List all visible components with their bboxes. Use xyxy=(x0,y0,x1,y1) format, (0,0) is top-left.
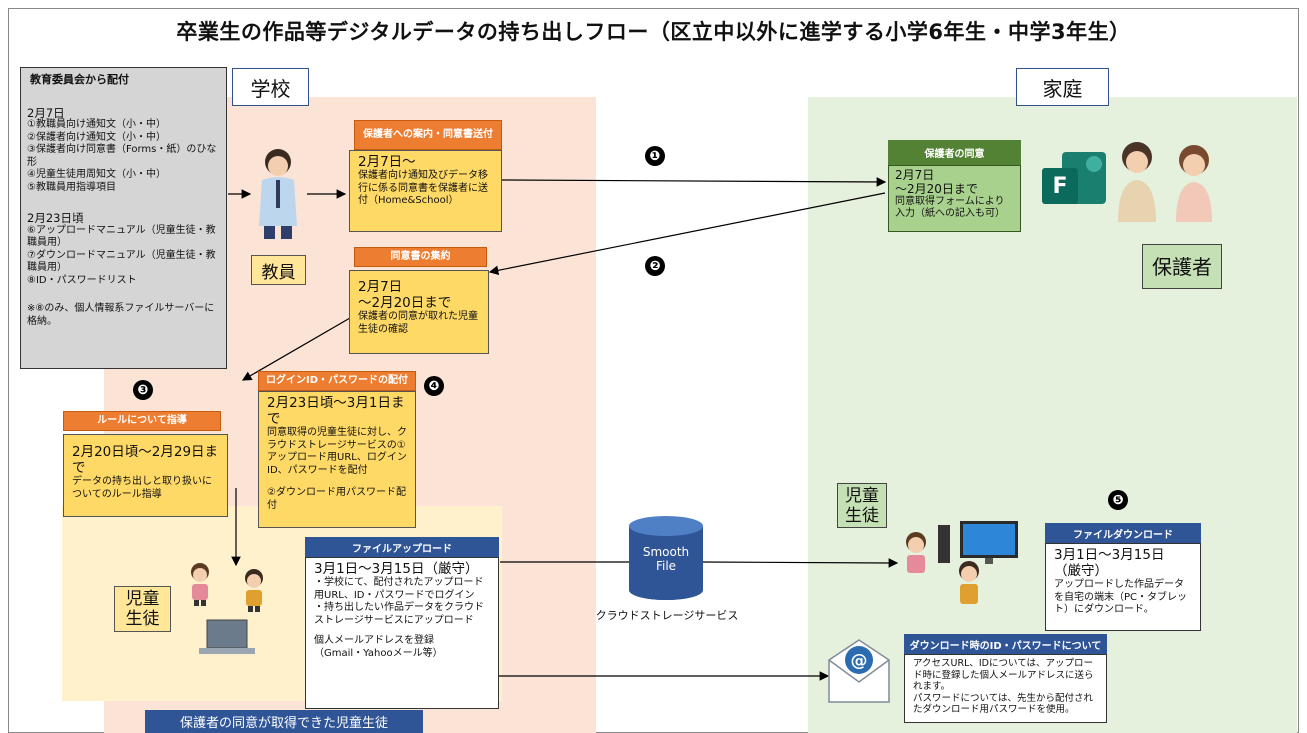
cloud-label: クラウドストレージサービス xyxy=(595,609,739,622)
bottom-bar: 保護者の同意が取得できた児童生徒 xyxy=(145,710,423,733)
parent-consent-header: 保護者の同意 xyxy=(888,140,1021,165)
parent-consent-body: 同意取得フォームにより入力（紙への記入も可） xyxy=(895,196,1005,219)
download-header: ファイルダウンロード xyxy=(1045,523,1201,543)
consent-collect-header: 同意書の集約 xyxy=(354,247,487,267)
send-notice-header: 保護者への案内・同意書送付 xyxy=(354,120,502,150)
board-item: ④児童生徒用周知文（小・中） xyxy=(27,169,166,180)
login-dist-body2: ②ダウンロード用パスワード配付 xyxy=(267,487,406,511)
cloud-icon-text: Smooth File xyxy=(642,545,690,573)
board-item: ⑦ダウンロードマニュアル（児童生徒・教職員用） xyxy=(27,249,216,274)
rules-header: ルールについて指導 xyxy=(63,411,221,431)
upload-header: ファイルアップロード xyxy=(305,537,499,557)
upload-body2: 個人メールアドレスを登録 （Gmail・Yahooメール等） xyxy=(314,635,443,659)
board-of-education-box: 教育委員会から配付 2月7日 ①教職員向け通知文（小・中） ②保護者向け通知文（… xyxy=(20,67,227,369)
arrow-parent-to-collect xyxy=(488,192,886,276)
home-label: 家庭 xyxy=(1016,68,1109,106)
consent-collect-body: 保護者の同意が取れた児童生徒の確認 xyxy=(358,311,478,335)
forms-letter: F xyxy=(1052,173,1068,199)
rules-box: 2月20日頃～2月29日まで データの持ち出しと取り扱いについてのルール指導 xyxy=(63,434,228,517)
consent-collect-date: 2月7日 ～2月20日まで xyxy=(358,279,452,311)
student-label-home: 児童 生徒 xyxy=(837,483,887,528)
student-label-school: 児童 生徒 xyxy=(114,586,171,632)
board-item: ③保護者向け同意書（Forms・紙）のひな形 xyxy=(27,144,217,168)
login-dist-body: 同意取得の児童生徒に対し、クラウドストレージサービスの①アップロード用URL、ロ… xyxy=(267,427,407,476)
board-item: ⑥アップロードマニュアル（児童生徒・教職員用） xyxy=(27,224,216,249)
login-dist-header: ログインID・パスワードの配付 xyxy=(258,371,416,391)
board-note: ※⑧のみ、個人情報系ファイルサーバーに格納。 xyxy=(27,303,215,327)
upload-body: ・学校にて、配付されたアップロード用URL、ID・パスワードでログイン ・持ち出… xyxy=(314,577,484,626)
board-item: ⑧ID・パスワードリスト xyxy=(27,274,137,286)
step-5-badge: ❺ xyxy=(1108,490,1128,510)
rules-date: 2月20日頃～2月29日まで xyxy=(72,444,219,476)
arrow-notice-to-parent xyxy=(501,177,887,187)
download-pw-body: アクセスURL、IDについては、アップロード時に登録した個人メールアドレスに送ら… xyxy=(904,654,1107,723)
board-item: ①教職員向け通知文（小・中） xyxy=(27,119,166,130)
step-1-badge: ❶ xyxy=(645,146,665,166)
board-item: ②保護者向け通知文（小・中） xyxy=(27,131,166,143)
board-heading: 教育委員会から配付 xyxy=(30,73,129,86)
download-body: アップロードした作品データを自宅の端末（PC・タブレット）にダウンロード。 xyxy=(1054,579,1188,615)
parent-label: 保護者 xyxy=(1142,244,1222,289)
svg-text:@: @ xyxy=(851,651,868,671)
step-2-badge: ❷ xyxy=(645,256,665,276)
consent-collect-box: 2月7日 ～2月20日まで 保護者の同意が取れた児童生徒の確認 xyxy=(349,270,489,354)
login-dist-date: 2月23日頃～3月1日まで xyxy=(267,395,405,427)
parent-consent-box: 2月7日 ～2月20日まで 同意取得フォームにより入力（紙への記入も可） xyxy=(888,165,1021,232)
upload-box: 3月1日～3月15日（厳守） ・学校にて、配付されたアップロード用URL、ID・… xyxy=(305,557,499,709)
arrow-collect-to-rules xyxy=(241,317,351,381)
board-item: ⑤教職員用指導項目 xyxy=(27,181,116,193)
download-box: 3月1日～3月15日 （厳守） アップロードした作品データを自宅の端末（PC・タ… xyxy=(1045,543,1201,631)
teacher-label: 教員 xyxy=(251,255,306,285)
login-dist-box: 2月23日頃～3月1日まで 同意取得の児童生徒に対し、クラウドストレージサービス… xyxy=(258,391,416,528)
send-notice-box: 2月7日～ 保護者向け通知及びデータ移行に係る同意書を保護者に送付（Home&S… xyxy=(349,150,502,232)
school-label: 学校 xyxy=(232,68,309,106)
board-date1: 2月7日 xyxy=(27,105,65,120)
step-3-badge: ❸ xyxy=(133,380,153,400)
board-date2: 2月23日頃 xyxy=(27,211,84,225)
upload-date: 3月1日～3月15日（厳守） xyxy=(314,561,479,577)
step-4-badge: ❹ xyxy=(424,376,444,396)
diagram-title: 卒業生の作品等デジタルデータの持ち出しフロー（区立中以外に進学する小学6年生・中… xyxy=(176,20,1131,44)
download-pw-header: ダウンロード時のID・パスワードについて xyxy=(904,634,1107,654)
download-date: 3月1日～3月15日 （厳守） xyxy=(1054,547,1165,579)
parent-consent-date: 2月7日 ～2月20日まで xyxy=(895,168,978,196)
arrow-cloud-to-home xyxy=(702,558,899,568)
send-notice-body: 保護者向け通知及びデータ移行に係る同意書を保護者に送付（Home&School） xyxy=(358,170,488,206)
rules-body: データの持ち出しと取り扱いについてのルール指導 xyxy=(72,476,212,500)
send-notice-date: 2月7日～ xyxy=(358,154,416,170)
